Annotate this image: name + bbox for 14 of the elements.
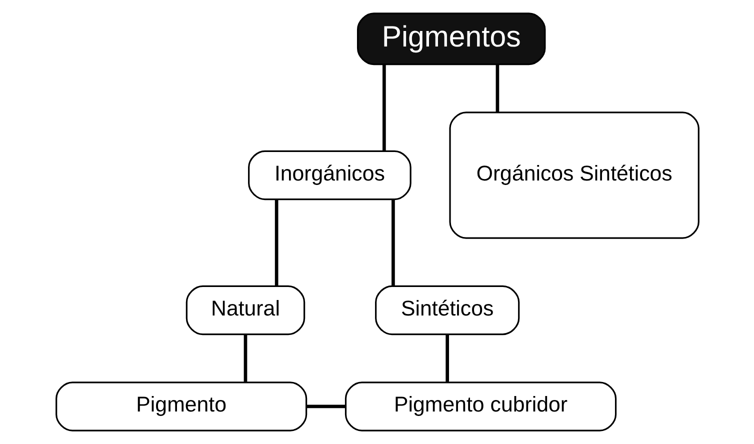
connector bbox=[306, 404, 345, 408]
node-box: Pigmentos bbox=[356, 12, 546, 66]
connector bbox=[243, 334, 247, 382]
node-box: Orgánicos Sintéticos bbox=[448, 112, 699, 239]
node-box: Pigmento bbox=[55, 382, 307, 432]
node-box: Pigmento cubridor bbox=[344, 382, 616, 432]
node-box: Natural bbox=[185, 285, 305, 336]
connector bbox=[382, 64, 386, 152]
connector bbox=[495, 64, 499, 112]
node-box: Inorgánicos bbox=[248, 150, 411, 200]
connector bbox=[391, 199, 394, 286]
connector bbox=[274, 199, 278, 286]
connector bbox=[445, 334, 449, 382]
node-box: Sintéticos bbox=[374, 285, 520, 336]
